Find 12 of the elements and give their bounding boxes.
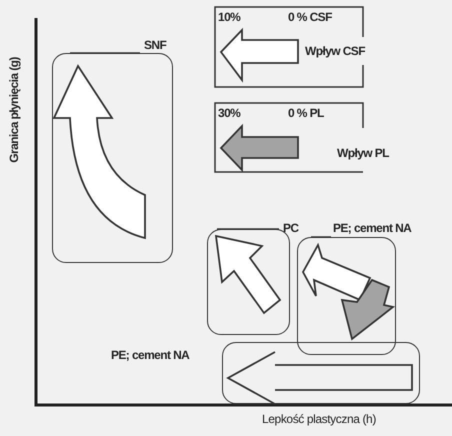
- axis-title: Granica płynięcia (g): [7, 57, 21, 163]
- axis-title: Lepkość plastyczna (h): [262, 412, 376, 426]
- region-label: PC: [283, 221, 298, 235]
- percent-label: 30%: [218, 106, 240, 120]
- percent-label: 10%: [218, 10, 240, 24]
- region-label: PE; cement NA: [111, 348, 190, 362]
- effect-label: Wpływ PL: [337, 146, 389, 160]
- percent-label: 0 % PL: [288, 106, 324, 120]
- effect-label: Wpływ CSF: [305, 44, 365, 58]
- region-label: PE; cement NA: [333, 221, 412, 235]
- region-label: SNF: [144, 38, 166, 52]
- percent-label: 0 % CSF: [288, 10, 332, 24]
